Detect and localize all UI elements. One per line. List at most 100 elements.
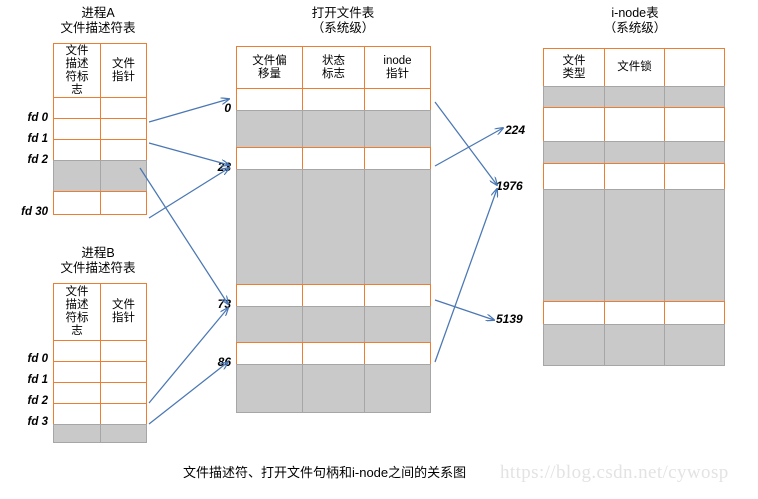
process-a-header-flags: 文件 描述 符标 志 [53, 43, 101, 98]
inode-cell-filelock[interactable] [604, 163, 665, 190]
inode-row-gap [543, 324, 727, 366]
open-file-index-0: 0 [224, 101, 231, 115]
process-b-row-fd3[interactable] [53, 403, 148, 425]
inode-table-title: i-node表 （系统级） [560, 6, 710, 36]
inode-cell-filetype [543, 189, 605, 302]
arrow-86-to-1976 [434, 189, 497, 363]
process-b-row-fd2[interactable] [53, 382, 148, 404]
diagram-caption: 文件描述符、打开文件句柄和i-node之间的关系图 [183, 465, 467, 480]
process-b-fd-table: 文件 描述 符标 志 文件 指针 [53, 283, 148, 443]
open-file-table: 文件偏 移量 状态 标志 inode 指针 [236, 46, 433, 413]
process-b-cell-flags[interactable] [53, 340, 101, 362]
process-b-cell-flags[interactable] [53, 361, 101, 383]
open-file-cell-status [302, 169, 365, 285]
inode-row-224[interactable] [543, 107, 727, 142]
process-a-cell-flags[interactable] [53, 139, 101, 161]
open-file-cell-offset[interactable] [236, 342, 303, 365]
inode-cell-extra[interactable] [664, 163, 725, 190]
inode-table-title-line2: （系统级） [603, 21, 667, 35]
inode-cell-filelock[interactable] [604, 301, 665, 325]
process-a-fd-table: 文件 描述 符标 志 文件 指针 [53, 43, 148, 215]
process-a-row-fd30[interactable] [53, 191, 148, 215]
inode-header-row: 文件 类型 文件锁 [543, 48, 727, 87]
process-b-cell-pointer[interactable] [100, 340, 147, 362]
open-file-index-86: 86 [217, 355, 231, 369]
process-a-cell-pointer[interactable] [100, 97, 147, 119]
inode-table-title-line1: i-node表 [611, 6, 659, 20]
open-file-cell-status[interactable] [302, 88, 365, 111]
open-file-cell-inode-ptr[interactable] [364, 284, 431, 307]
inode-table: 文件 类型 文件锁 [543, 48, 727, 366]
process-b-row-fd1[interactable] [53, 361, 148, 383]
open-file-row-86[interactable] [236, 342, 433, 365]
process-a-cell-pointer[interactable] [100, 191, 147, 215]
open-file-row-0[interactable] [236, 88, 433, 111]
open-file-cell-offset[interactable] [236, 147, 303, 170]
inode-index-224: 224 [505, 123, 526, 137]
inode-cell-filetype[interactable] [543, 301, 605, 325]
process-b-cell-flags [53, 424, 101, 443]
open-file-row-gap [236, 306, 433, 343]
inode-row-1976[interactable] [543, 163, 727, 190]
inode-index-1976: 1976 [496, 179, 523, 193]
open-file-cell-offset[interactable] [236, 88, 303, 111]
process-b-cell-pointer[interactable] [100, 361, 147, 383]
process-b-cell-pointer [100, 424, 147, 443]
inode-cell-filelock [604, 86, 665, 108]
open-file-cell-offset [236, 306, 303, 343]
inode-row-gap [543, 141, 727, 164]
open-file-row-23[interactable] [236, 147, 433, 170]
open-file-cell-inode-ptr[interactable] [364, 342, 431, 365]
process-b-row-fd0[interactable] [53, 340, 148, 362]
arrow-23-to-224 [434, 128, 503, 167]
inode-cell-extra[interactable] [664, 301, 725, 325]
inode-cell-filelock [604, 189, 665, 302]
process-b-cell-pointer[interactable] [100, 382, 147, 404]
open-file-cell-inode-ptr[interactable] [364, 147, 431, 170]
inode-index-5139: 5139 [496, 312, 523, 326]
inode-cell-extra [664, 324, 725, 366]
process-b-header-pointer: 文件 指针 [100, 283, 147, 341]
process-b-header-row: 文件 描述 符标 志 文件 指针 [53, 283, 148, 341]
open-file-row-73[interactable] [236, 284, 433, 307]
process-b-title-line2: 文件描述符表 [60, 261, 136, 275]
process-a-cell-flags[interactable] [53, 118, 101, 140]
inode-cell-extra[interactable] [664, 107, 725, 142]
watermark: https://blog.csdn.net/cywosp [500, 462, 729, 483]
open-file-cell-inode-ptr [364, 306, 431, 343]
open-file-cell-status [302, 364, 365, 413]
process-a-fd-label-30: fd 30 [21, 206, 48, 218]
process-a-cell-pointer[interactable] [100, 118, 147, 140]
open-file-header-inode-ptr: inode 指针 [364, 46, 431, 89]
inode-cell-extra [664, 141, 725, 164]
process-b-cell-flags[interactable] [53, 382, 101, 404]
arrow-a-fd2-to-73 [139, 167, 228, 304]
arrow-a-fd30-to-23 [148, 168, 229, 219]
arrow-0-to-1976 [434, 101, 497, 185]
process-b-fd-label-3: fd 3 [27, 416, 48, 428]
process-b-cell-pointer[interactable] [100, 403, 147, 425]
open-file-cell-offset[interactable] [236, 284, 303, 307]
inode-cell-filetype[interactable] [543, 163, 605, 190]
process-a-cell-pointer[interactable] [100, 139, 147, 161]
process-a-row-fd2[interactable] [53, 139, 148, 161]
open-file-row-gap [236, 110, 433, 148]
open-file-cell-status[interactable] [302, 284, 365, 307]
open-file-cell-inode-ptr[interactable] [364, 88, 431, 111]
process-a-title-line1: 进程A [81, 6, 115, 20]
process-a-row-fd0[interactable] [53, 97, 148, 119]
process-a-cell-pointer [100, 160, 147, 192]
process-a-row-fd1[interactable] [53, 118, 148, 140]
inode-cell-filetype[interactable] [543, 107, 605, 142]
process-b-row-gap [53, 424, 148, 443]
process-a-cell-flags[interactable] [53, 191, 101, 215]
open-file-cell-status[interactable] [302, 147, 365, 170]
process-a-header-pointer: 文件 指针 [100, 43, 147, 98]
open-file-header-row: 文件偏 移量 状态 标志 inode 指针 [236, 46, 433, 89]
process-a-cell-flags[interactable] [53, 97, 101, 119]
open-file-cell-status[interactable] [302, 342, 365, 365]
open-file-table-title-line1: 打开文件表 [311, 6, 375, 20]
process-b-cell-flags[interactable] [53, 403, 101, 425]
inode-cell-filelock[interactable] [604, 107, 665, 142]
inode-row-5139[interactable] [543, 301, 727, 325]
